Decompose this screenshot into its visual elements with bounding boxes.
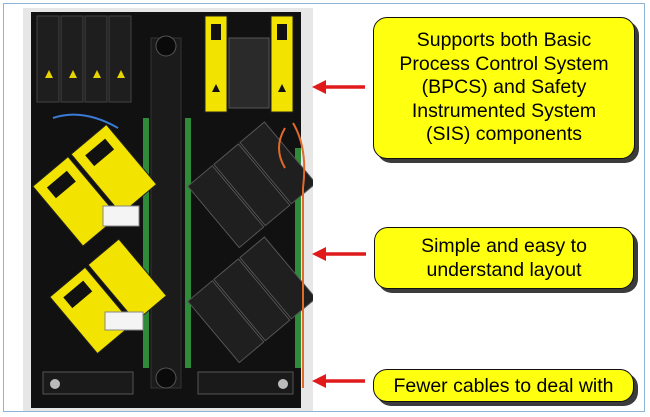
sis-modules-left-lower bbox=[49, 238, 168, 355]
bpcs-modules-right-upper bbox=[187, 121, 313, 249]
callout-text: Simple and easy to understand layout bbox=[421, 235, 587, 281]
callout-text: Fewer cables to deal with bbox=[393, 374, 614, 397]
callout-simple-layout: Simple and easy to understand layout bbox=[374, 227, 634, 289]
callout-fewer-cables: Fewer cables to deal with bbox=[373, 369, 634, 402]
callout-text: Supports both Basic Process Control Syst… bbox=[399, 29, 609, 146]
center-rail bbox=[150, 37, 182, 389]
slide-frame: Supports both Basic Process Control Syst… bbox=[3, 3, 645, 412]
bpcs-modules-top bbox=[36, 15, 132, 103]
hardware-photo bbox=[23, 8, 313, 411]
sis-modules-top bbox=[204, 15, 294, 113]
sis-modules-left-upper bbox=[32, 123, 158, 247]
callout-bpcs-sis-support: Supports both Basic Process Control Syst… bbox=[373, 17, 635, 159]
bpcs-modules-right-lower bbox=[187, 236, 313, 364]
control-cabinet-illustration bbox=[23, 8, 313, 411]
